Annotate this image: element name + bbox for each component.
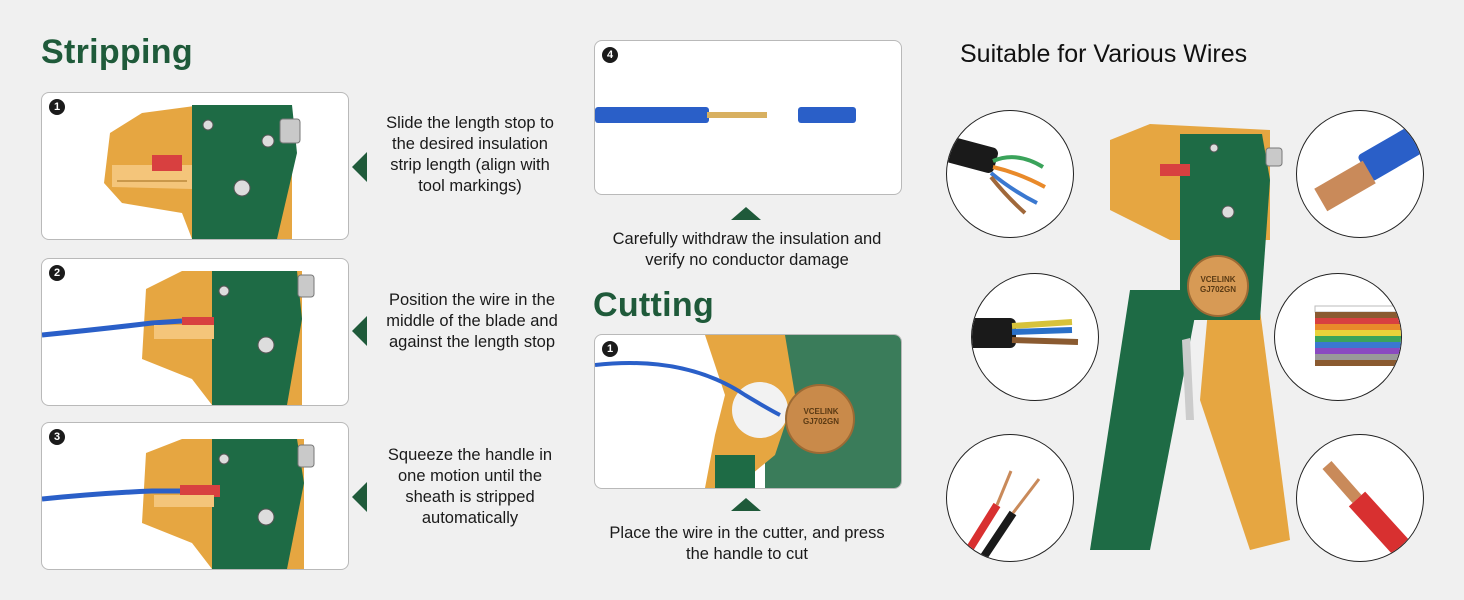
cutting-step-badge: 1 [602,341,618,357]
cutting-heading: Cutting [593,286,715,324]
cutter-brand: VCELINK [803,407,839,416]
network-cable-icon [947,135,1046,215]
step-4-text: Carefully withdraw the insulation and ve… [612,230,882,269]
tool-model: GJ702GN [1199,285,1237,294]
twin-wire-circle [946,434,1074,562]
thick-wire-circle [1296,434,1424,562]
wire-in-blade-illustration [42,271,315,405]
twin-wire-icon [963,470,1041,561]
step-2-badge: 2 [49,265,65,281]
cutter-brand-label: VCELINK GJ702GN [801,407,841,427]
stripping-heading: Stripping [41,33,193,71]
wires-title: Suitable for Various Wires [960,40,1248,68]
cutter-illustration [595,335,901,488]
step-3-badge: 3 [49,429,65,445]
tool-brand-label: VCELINK GJ702GN [1195,275,1241,295]
cutter-model: GJ702GN [802,417,840,426]
thick-wire-icon [1322,461,1423,561]
strip-step-1-panel: 1 [41,92,349,240]
strip-step-3-panel: 3 [41,422,349,570]
strip-step-4-panel: 4 [594,40,902,195]
wire-stripper-tool-illustration [1090,124,1290,550]
step-4-arrow [731,207,761,220]
three-core-cable-icon [972,318,1079,348]
tool-jaw-illustration [104,105,301,239]
single-wire-icon [1314,122,1423,212]
cutting-arrow [731,498,761,511]
squeeze-handle-illustration [42,439,315,569]
cutting-step-panel: 1 VCELINK GJ702GN [594,334,902,489]
strip-step-2-panel: 2 [41,258,349,406]
ribbon-cable-circle [1274,273,1402,401]
step-2-text: Position the wire in the middle of the b… [386,291,558,351]
step-1-badge: 1 [49,99,65,115]
step-3-text: Squeeze the handle in one motion until t… [387,446,553,527]
step-2-arrow [352,316,367,346]
network-cable-circle [946,110,1074,238]
tool-brand: VCELINK [1200,275,1236,284]
single-wire-circle [1296,110,1424,238]
stripped-wire-illustration [595,107,856,123]
ribbon-cable-icon [1314,305,1401,366]
cutting-text: Place the wire in the cutter, and press … [609,524,885,563]
step-3-arrow [352,482,367,512]
step-1-arrow [352,152,367,182]
step-4-badge: 4 [602,47,618,63]
three-core-cable-circle [971,273,1099,401]
step-1-text: Slide the length stop to the desired ins… [386,114,554,195]
